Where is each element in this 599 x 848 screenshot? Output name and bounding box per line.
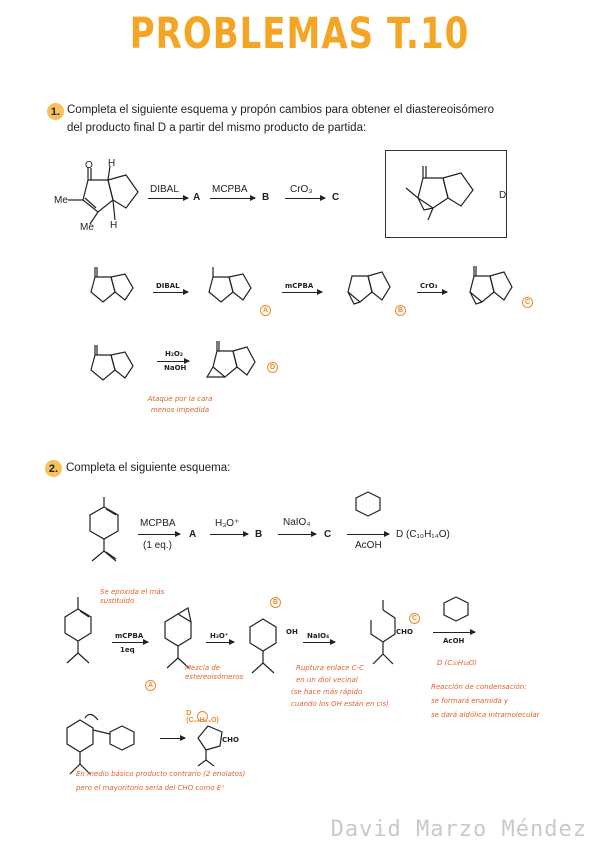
q2-ans-reagent-3: NaIO₄ <box>307 632 330 640</box>
q2-final-molecule <box>197 725 223 767</box>
ans-alt-arrow <box>157 358 190 364</box>
q2-ans-a-circle: A <box>145 680 156 691</box>
page-title: PROBLEMAS T.10 <box>129 9 470 59</box>
q2-arrow-4 <box>347 531 390 537</box>
q2-ans-b-molecule <box>249 618 277 674</box>
q2-ans-oh: OH <box>286 628 298 636</box>
q2-note-cleave-3: (se hace más rápido <box>291 688 363 696</box>
q2-ans-reagent-1b: 1eq <box>120 646 135 654</box>
ans-alt-reagent-bottom: NaOH <box>164 364 187 372</box>
q2-note-cleave-4: cuando los OH están en cis) <box>291 700 389 708</box>
q1-note-attack: Ataque por la cara menos impedida <box>147 395 213 414</box>
q2-ans-arrow-4 <box>433 629 476 635</box>
ans-b-circle: B <box>395 305 406 316</box>
ans-alt-reagent-top: H₂O₂ <box>165 350 183 358</box>
q2-product-b: B <box>255 529 263 540</box>
q1-target-molecule <box>405 166 474 221</box>
q1-ans-b-molecule <box>347 271 391 305</box>
start-me2-label: Me <box>80 222 94 233</box>
q2-reagent-1: MCPBA <box>140 518 176 529</box>
q1-ans-start2-molecule <box>90 345 134 381</box>
question-1-number: 1. <box>47 103 64 120</box>
author-signature: David Marzo Méndez <box>330 817 587 842</box>
question-1-text: Completa el siguiente esquema y propón c… <box>67 104 495 134</box>
q2-product-c: C <box>324 529 332 540</box>
q2-arrow-2 <box>210 531 249 537</box>
q2-reagent-2: H₃O⁺ <box>215 518 240 529</box>
q1-product-c: C <box>332 192 340 203</box>
q2-mech-molecule <box>66 713 135 775</box>
q2-ans-reagent-1: mCPBA <box>115 632 144 640</box>
q2-start-molecule <box>89 497 119 562</box>
q2-ans-limonene <box>64 597 92 664</box>
start-h-top-label: H <box>108 158 116 169</box>
q2-note-cond-3: se dará aldólica intramolecular <box>431 711 540 719</box>
ans-reagent-2: mCPBA <box>285 282 314 290</box>
q2-ans-b-circle: B <box>270 597 281 608</box>
q1-reagent-1: DIBAL <box>150 184 179 195</box>
ans-reagent-3: CrO₃ <box>420 282 438 290</box>
ans-arrow-2 <box>282 289 323 295</box>
question-2-number: 2. <box>45 460 62 477</box>
q2-ans-c-circle: C <box>409 613 420 624</box>
q2-ans-arrow-1 <box>112 639 149 645</box>
q1-reagent-3: CrO₃ <box>290 184 313 195</box>
q2-ans-reagent-4: AcOH <box>443 637 465 645</box>
q2-product-d: D (C₁₀H₁₄O) <box>396 529 450 540</box>
q2-note-cond-1: Reacción de condensación: <box>431 683 527 691</box>
q1-arrow-3 <box>285 195 326 201</box>
q2-reagent-4: AcOH <box>355 540 382 551</box>
q2-ans-reagent-2: H₃O⁺ <box>210 632 229 640</box>
q1-target-d-label: D <box>499 190 507 201</box>
q1-arrow-2 <box>210 195 256 201</box>
q2-note-epox: Se epoxida el más sustituido <box>100 588 165 605</box>
ans-arrow-1 <box>153 289 189 295</box>
q2-final-d-circle: D (C₁₀H₁₄O) <box>186 709 219 724</box>
q1-target-box <box>385 150 507 238</box>
q1-product-a: A <box>193 192 201 203</box>
q2-note-final-2: pero el mayoritorio sería del CHO como E… <box>76 784 225 792</box>
ans-reagent-1: DIBAL <box>156 282 180 290</box>
q2-ans-arrow-3 <box>303 639 336 645</box>
q2-ans-d-formula: D (C₁₀H₁₄O) <box>437 659 477 667</box>
q2-note-cond-2: se formará enamida y <box>431 697 509 705</box>
q2-piperidine-printed <box>355 491 381 517</box>
q2-mech-arrow <box>160 735 186 741</box>
ans-a-circle: A <box>260 305 271 316</box>
q2-final-cho: CHO <box>222 736 239 744</box>
start-h-bottom-label: H <box>110 220 118 231</box>
ans-d-circle: D <box>267 362 278 373</box>
q2-reagent-1b: (1 eq.) <box>143 540 172 551</box>
q1-ans-start-molecule <box>90 267 134 303</box>
q2-note-cleave-2: en un diol vecinal <box>296 676 358 684</box>
q1-ans-d-molecule <box>205 341 256 378</box>
ans-c-circle: C <box>522 297 533 308</box>
q1-product-b: B <box>262 192 270 203</box>
q2-arrow-3 <box>278 531 317 537</box>
q2-note-final-1: En medio básico producto contrario (2 en… <box>76 770 246 778</box>
q2-note-cleave-1: Ruptura enlace C-C <box>296 664 364 672</box>
q1-reagent-2: MCPBA <box>212 184 248 195</box>
q1-arrow-1 <box>148 195 189 201</box>
q2-product-a: A <box>189 529 197 540</box>
q2-ans-a-molecule <box>164 607 192 669</box>
q2-ans-arrow-2 <box>206 639 235 645</box>
q2-ans-c-molecule <box>370 600 396 665</box>
q2-reagent-3: NaIO₄ <box>283 517 311 528</box>
q1-start-molecule <box>68 165 139 225</box>
start-o-label: O <box>85 160 93 171</box>
ans-arrow-3 <box>417 289 448 295</box>
q2-ans-piperidine <box>443 596 469 622</box>
q1-ans-c-molecule <box>469 266 513 305</box>
q2-note-mix: Mezcla de estereoisómeros <box>185 664 244 681</box>
question-2-text: Completa el siguiente esquema: <box>66 462 231 474</box>
start-me1-label: Me <box>54 195 68 206</box>
q2-ans-cho: CHO <box>396 628 413 636</box>
q1-ans-a-molecule <box>208 267 252 303</box>
q2-arrow-1 <box>138 531 181 537</box>
